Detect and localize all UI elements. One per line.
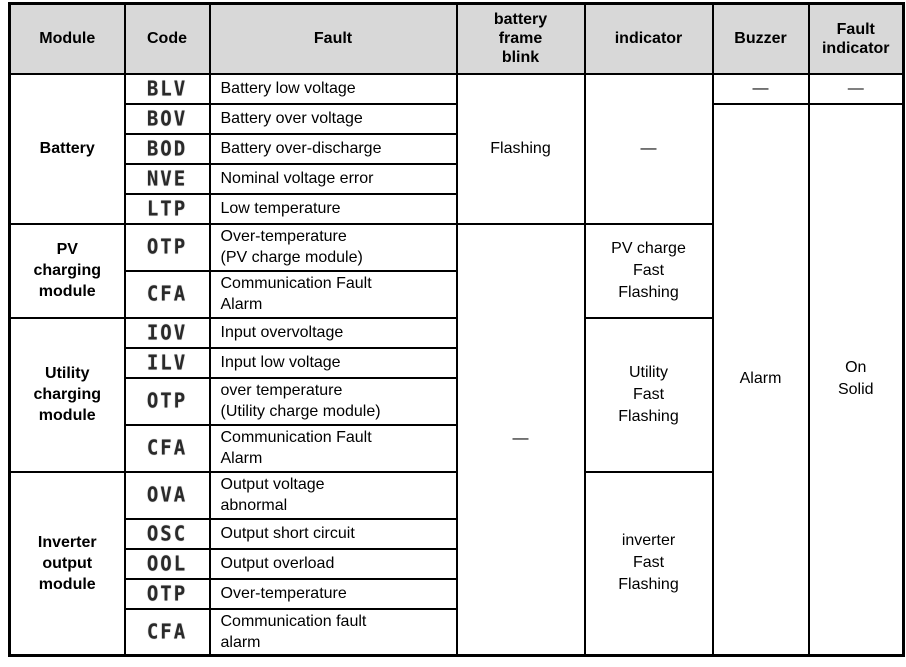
code-cell: NVE: [123, 162, 211, 195]
battery-frame-blink-flashing-cell: Flashing: [455, 72, 586, 225]
lcd-code: OSC: [146, 521, 188, 546]
module-cell-battery: Battery: [8, 72, 126, 225]
header-cell-fault: Fault: [208, 2, 458, 75]
fault-cell: Output voltage abnormal: [208, 470, 458, 520]
table-row: Inverter output module OVA Output voltag…: [8, 470, 904, 657]
table-row: OOL Output overload: [10, 547, 904, 580]
lcd-code: OTP: [146, 581, 188, 606]
fault-indicator-dash-cell: —: [807, 72, 905, 105]
fault-cell: Battery low voltage: [208, 72, 458, 105]
fault-cell: Battery over-discharge: [208, 132, 458, 165]
table-row: CFA Communication fault alarm: [10, 607, 904, 657]
lcd-code: ILV: [146, 350, 188, 375]
table-row: OTP over temperature (Utility charge mod…: [10, 376, 904, 426]
indicator-utility-cell: Utility Fast Flashing: [583, 316, 714, 473]
lcd-code: BOD: [146, 136, 188, 161]
lcd-code: OOL: [146, 551, 188, 576]
code-cell: OVA: [123, 470, 211, 520]
lcd-code: NVE: [146, 166, 188, 191]
header-row: Module Code Fault battery frame blink in…: [8, 2, 905, 75]
code-cell: OTP: [123, 376, 211, 426]
fault-cell: Communication Fault Alarm: [208, 423, 458, 473]
lcd-code: BOV: [146, 106, 188, 131]
table-row: Battery BLV Battery low voltage Flashing…: [8, 72, 905, 225]
lcd-code: OTP: [146, 235, 188, 259]
fault-cell: Output short circuit: [208, 517, 458, 550]
fault-cell: Output overload: [208, 547, 458, 580]
fault-cell: Communication fault alarm: [208, 607, 458, 657]
fault-cell: Input low voltage: [208, 346, 458, 379]
indicator-pv-cell: PV charge Fast Flashing: [583, 222, 714, 319]
table-row: BOD Battery over-discharge: [10, 132, 904, 165]
table-row: LTP Low temperature: [10, 192, 904, 225]
header-cell-battery-frame-blink: battery frame blink: [455, 2, 586, 75]
code-cell: OTP: [123, 222, 211, 272]
table-row: BOV Battery over voltage Alarm On Solid: [10, 102, 905, 657]
header-cell-fault-indicator: Fault indicator: [807, 2, 905, 75]
table-row: OTP Over-temperature: [10, 577, 904, 610]
module-cell-pv-charging: PV charging module: [8, 222, 126, 319]
lcd-code: BLV: [146, 76, 188, 101]
fault-indicator-on-solid-cell: On Solid: [807, 102, 905, 657]
battery-frame-blink-dash-cell: —: [455, 222, 586, 657]
lcd-code: OVA: [146, 483, 188, 507]
fault-cell: Low temperature: [208, 192, 458, 225]
code-cell: LTP: [123, 192, 211, 225]
lcd-code: CFA: [146, 619, 188, 644]
table-row: CFA Communication Fault Alarm: [10, 423, 904, 473]
fault-cell: Communication Fault Alarm: [208, 269, 458, 319]
code-cell: ILV: [123, 346, 211, 379]
code-cell: BLV: [123, 72, 211, 105]
fault-cell: Input overvoltage: [208, 316, 458, 349]
code-cell: OOL: [123, 547, 211, 580]
code-cell: CFA: [123, 269, 211, 319]
buzzer-alarm-cell: Alarm: [711, 102, 810, 657]
code-cell: IOV: [123, 316, 211, 349]
table-row: Utility charging module IOV Input overvo…: [8, 316, 904, 473]
fault-cell: Nominal voltage error: [208, 162, 458, 195]
code-cell: OTP: [123, 577, 211, 610]
fault-code-table: Module Code Fault battery frame blink in…: [8, 2, 905, 657]
fault-cell: Over-temperature: [208, 577, 458, 610]
lcd-code: CFA: [146, 436, 188, 460]
fault-cell: Over-temperature (PV charge module): [208, 222, 458, 272]
code-cell: OSC: [123, 517, 211, 550]
table-row: OSC Output short circuit: [10, 517, 904, 550]
lcd-code: CFA: [146, 282, 188, 306]
table-row: CFA Communication Fault Alarm: [10, 269, 904, 319]
lcd-code: LTP: [146, 196, 188, 221]
code-cell: CFA: [123, 607, 211, 657]
header-cell-code: Code: [123, 2, 211, 75]
fault-cell: over temperature (Utility charge module): [208, 376, 458, 426]
table-row: ILV Input low voltage: [10, 346, 904, 379]
table-row: NVE Nominal voltage error: [10, 162, 904, 195]
indicator-battery-dash-cell: —: [583, 72, 714, 225]
header-cell-buzzer: Buzzer: [711, 2, 810, 75]
header-cell-module: Module: [8, 2, 126, 75]
code-cell: BOD: [123, 132, 211, 165]
code-cell: CFA: [123, 423, 211, 473]
lcd-code: IOV: [146, 320, 188, 345]
module-cell-inverter-output: Inverter output module: [8, 470, 126, 657]
table-row: PV charging module OTP Over-temperature …: [8, 222, 904, 657]
fault-cell: Battery over voltage: [208, 102, 458, 135]
indicator-inverter-cell: inverter Fast Flashing: [583, 470, 714, 657]
header-cell-indicator: indicator: [583, 2, 714, 75]
code-cell: BOV: [123, 102, 211, 135]
lcd-code: OTP: [146, 389, 188, 413]
buzzer-dash-cell: —: [711, 72, 810, 105]
module-cell-utility-charging: Utility charging module: [8, 316, 126, 473]
